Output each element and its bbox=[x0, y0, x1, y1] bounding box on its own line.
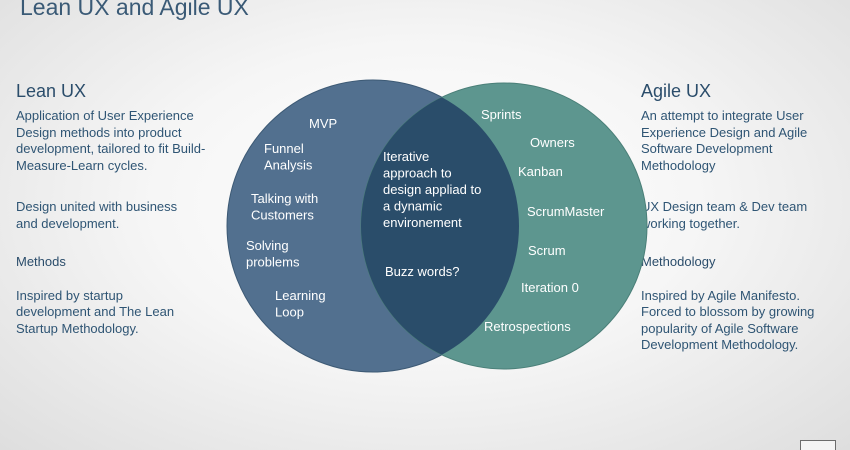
text-line: Measure-Learn cycles. bbox=[16, 157, 148, 173]
text-line: and development. bbox=[16, 215, 120, 231]
methods-heading: Methods bbox=[16, 254, 66, 269]
lean-ux-integration-text: Design united with business and developm… bbox=[16, 199, 231, 232]
page-title: Lean UX and Agile UX bbox=[20, 0, 249, 20]
agile-item: Kanban bbox=[518, 164, 563, 179]
agile-item: Sprints bbox=[481, 107, 522, 122]
agile-ux-description: An attempt to integrate User Experience … bbox=[641, 108, 846, 174]
text-line: development, tailored to fit Build- bbox=[16, 141, 206, 156]
agile-ux-column: Agile UX An attempt to integrate User Ex… bbox=[641, 80, 846, 354]
text-line: UX Design team & Dev team bbox=[641, 199, 808, 214]
lean-ux-description: Application of User Experience Design me… bbox=[16, 108, 231, 174]
text-line: Design united with business bbox=[16, 199, 178, 214]
text-line: Startup Methodology. bbox=[16, 320, 139, 336]
agile-item: Retrospections bbox=[484, 319, 571, 334]
agile-item: Owners bbox=[530, 135, 575, 150]
text-line: popularity of Agile Software bbox=[641, 320, 799, 336]
methodology-heading: Methodology bbox=[641, 254, 716, 269]
text-line: Inspired by Agile Manifesto. bbox=[641, 287, 800, 303]
agile-item: Iteration 0 bbox=[521, 280, 579, 295]
text-line: Software Development bbox=[641, 141, 773, 156]
methods-text: Inspired by startup development and The … bbox=[16, 288, 231, 338]
text-line: Design methods into product bbox=[16, 124, 182, 140]
methodology-text: Inspired by Agile Manifesto. Forced to b… bbox=[641, 288, 846, 354]
text-line: Inspired by startup bbox=[16, 287, 123, 303]
text-line: Methodology bbox=[641, 157, 716, 173]
agile-item: ScrumMaster bbox=[527, 204, 605, 219]
text-line: Application of User Experience bbox=[16, 108, 194, 123]
lean-ux-column: Lean UX Application of User Experience D… bbox=[16, 80, 231, 337]
text-line: working together. bbox=[641, 215, 741, 231]
overlap-item: Buzz words? bbox=[385, 264, 459, 279]
lean-ux-heading: Lean UX bbox=[16, 81, 87, 101]
agile-ux-heading: Agile UX bbox=[641, 81, 712, 101]
text-line: An attempt to integrate User bbox=[641, 108, 804, 123]
text-line: Forced to blossom by growing bbox=[641, 304, 815, 319]
text-line: Development Methodology. bbox=[641, 337, 799, 352]
corner-box bbox=[800, 440, 836, 450]
text-line: Experience Design and Agile bbox=[641, 124, 808, 140]
text-line: development and The Lean bbox=[16, 304, 175, 319]
lean-item: MVP bbox=[309, 116, 337, 131]
overlap-region bbox=[361, 83, 519, 369]
agile-item: Scrum bbox=[528, 243, 566, 258]
agile-ux-teams-text: UX Design team & Dev team working togeth… bbox=[641, 199, 846, 232]
